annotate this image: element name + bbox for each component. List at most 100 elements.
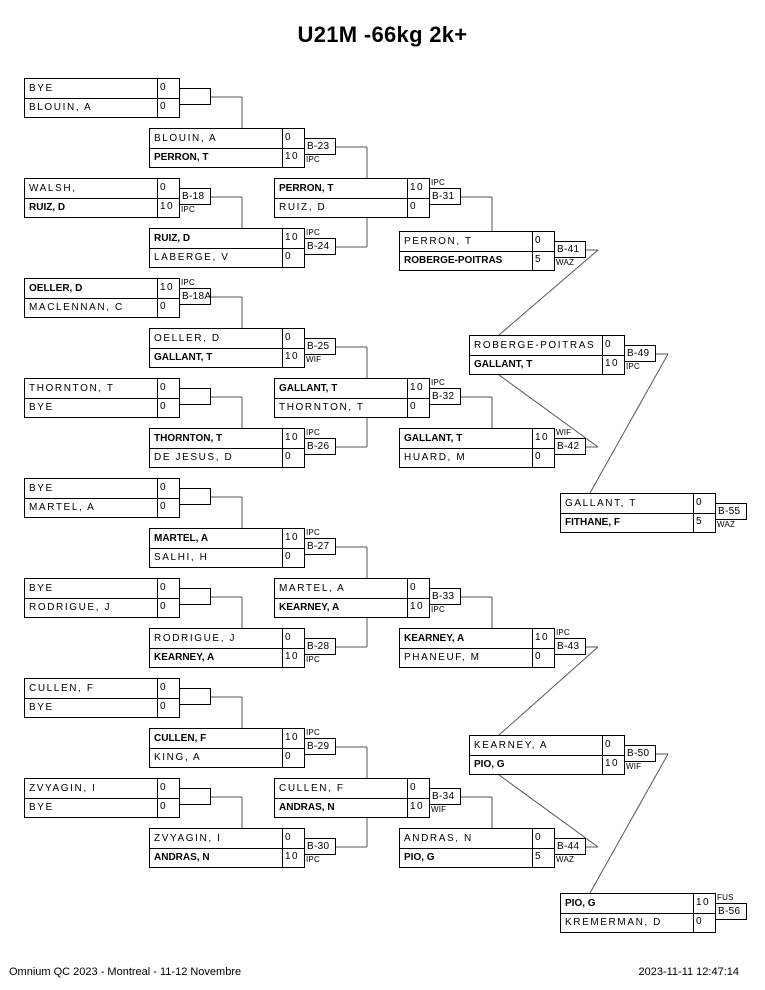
competitor-name: ANDRAS, N bbox=[404, 833, 473, 844]
competitor-score: 0 bbox=[157, 398, 179, 418]
bout-number-box: B-50 bbox=[624, 745, 656, 762]
diagonal-connector bbox=[498, 646, 599, 736]
competitor-score: 10 bbox=[407, 179, 429, 198]
competitor-row: PERRON, T 10 bbox=[275, 179, 429, 199]
bout-number-box: B-44 bbox=[554, 838, 586, 855]
competitor-score: 0 bbox=[532, 448, 554, 468]
competitor-score: 10 bbox=[157, 279, 179, 298]
competitor-score: 0 bbox=[407, 579, 429, 598]
win-method-label: FUS bbox=[717, 893, 734, 902]
bout-number-box: B-26 bbox=[304, 438, 336, 455]
competitor-name: DE JESUS, D bbox=[154, 452, 234, 463]
competitor-score: 0 bbox=[693, 913, 715, 933]
win-method-label: IPC bbox=[306, 655, 320, 664]
competitor-score: 10 bbox=[532, 429, 554, 448]
competitor-score: 0 bbox=[157, 698, 179, 718]
competitor-row: BLOUIN, A 0 bbox=[25, 98, 179, 118]
competitor-row: BYE 0 bbox=[25, 79, 179, 99]
competitor-name-winner: ANDRAS, N bbox=[279, 802, 335, 813]
win-method-label: WAZ bbox=[556, 258, 575, 267]
competitor-row: OELLER, D 10 bbox=[25, 279, 179, 299]
competitor-name: OELLER, D bbox=[154, 333, 221, 344]
competitor-name: RODRIGUE, J bbox=[154, 633, 237, 644]
competitor-row: OELLER, D 0 bbox=[150, 329, 304, 349]
competitor-name-winner: GALLANT, T bbox=[154, 352, 213, 363]
competitor-row: THORNTON, T 0 bbox=[25, 379, 179, 399]
competitor-name-winner: GALLANT, T bbox=[404, 433, 463, 444]
competitor-name: SALHI, H bbox=[154, 552, 209, 563]
win-method-label: IPC bbox=[306, 855, 320, 864]
competitor-score: 0 bbox=[602, 336, 624, 355]
competitor-name: KING, A bbox=[154, 752, 202, 763]
competitor-score: 0 bbox=[157, 579, 179, 598]
competitor-score: 10 bbox=[282, 729, 304, 748]
bout-number-box: B-29 bbox=[304, 738, 336, 755]
competitor-name-winner: CULLEN, F bbox=[154, 733, 207, 744]
competitor-score: 10 bbox=[282, 348, 304, 368]
win-method-label: IPC bbox=[431, 605, 445, 614]
event-name: Omnium QC 2023 - Montreal - 11-12 Novemb… bbox=[9, 966, 242, 978]
win-method-label: IPC bbox=[306, 155, 320, 164]
competitor-name-winner: OELLER, D bbox=[29, 283, 83, 294]
win-method-label: WIF bbox=[431, 805, 447, 814]
competitor-row: RUIZ, D 0 bbox=[275, 198, 429, 218]
competitor-score: 0 bbox=[157, 498, 179, 518]
competitor-name: BYE bbox=[29, 83, 54, 94]
bout-number-box: B-56 bbox=[715, 903, 747, 920]
competitor-name: THORNTON, T bbox=[279, 402, 365, 413]
bout-number-box bbox=[179, 488, 211, 505]
competitor-name-winner: GALLANT, T bbox=[279, 383, 338, 394]
competitor-name-winner: PERRON, T bbox=[279, 183, 334, 194]
bout-number-box bbox=[179, 588, 211, 605]
competitor-score: 0 bbox=[157, 79, 179, 98]
competitor-row: WALSH,0 bbox=[25, 179, 179, 199]
bout-number-box: B-34 bbox=[429, 788, 461, 805]
competitor-name: LABERGE, V bbox=[154, 252, 230, 263]
competitor-row: GALLANT, T 10 bbox=[150, 348, 304, 368]
competitor-score: 0 bbox=[157, 379, 179, 398]
competitor-name: RUIZ, D bbox=[279, 202, 327, 213]
competitor-name: BLOUIN, A bbox=[29, 102, 93, 113]
competitor-name: BYE bbox=[29, 802, 54, 813]
competitor-score: 0 bbox=[157, 98, 179, 118]
competitor-score: 0 bbox=[282, 329, 304, 348]
competitor-name-winner: PERRON, T bbox=[154, 152, 209, 163]
competitor-score: 0 bbox=[407, 198, 429, 218]
bout-number-box: B-32 bbox=[429, 388, 461, 405]
competitor-name: THORNTON, T bbox=[29, 383, 115, 394]
competitor-score: 0 bbox=[157, 779, 179, 798]
competitor-name: ZVYAGIN, I bbox=[154, 833, 222, 844]
diagonal-connector bbox=[498, 774, 599, 848]
win-method-label: WIF bbox=[626, 762, 642, 771]
competitor-score: 5 bbox=[532, 848, 554, 868]
